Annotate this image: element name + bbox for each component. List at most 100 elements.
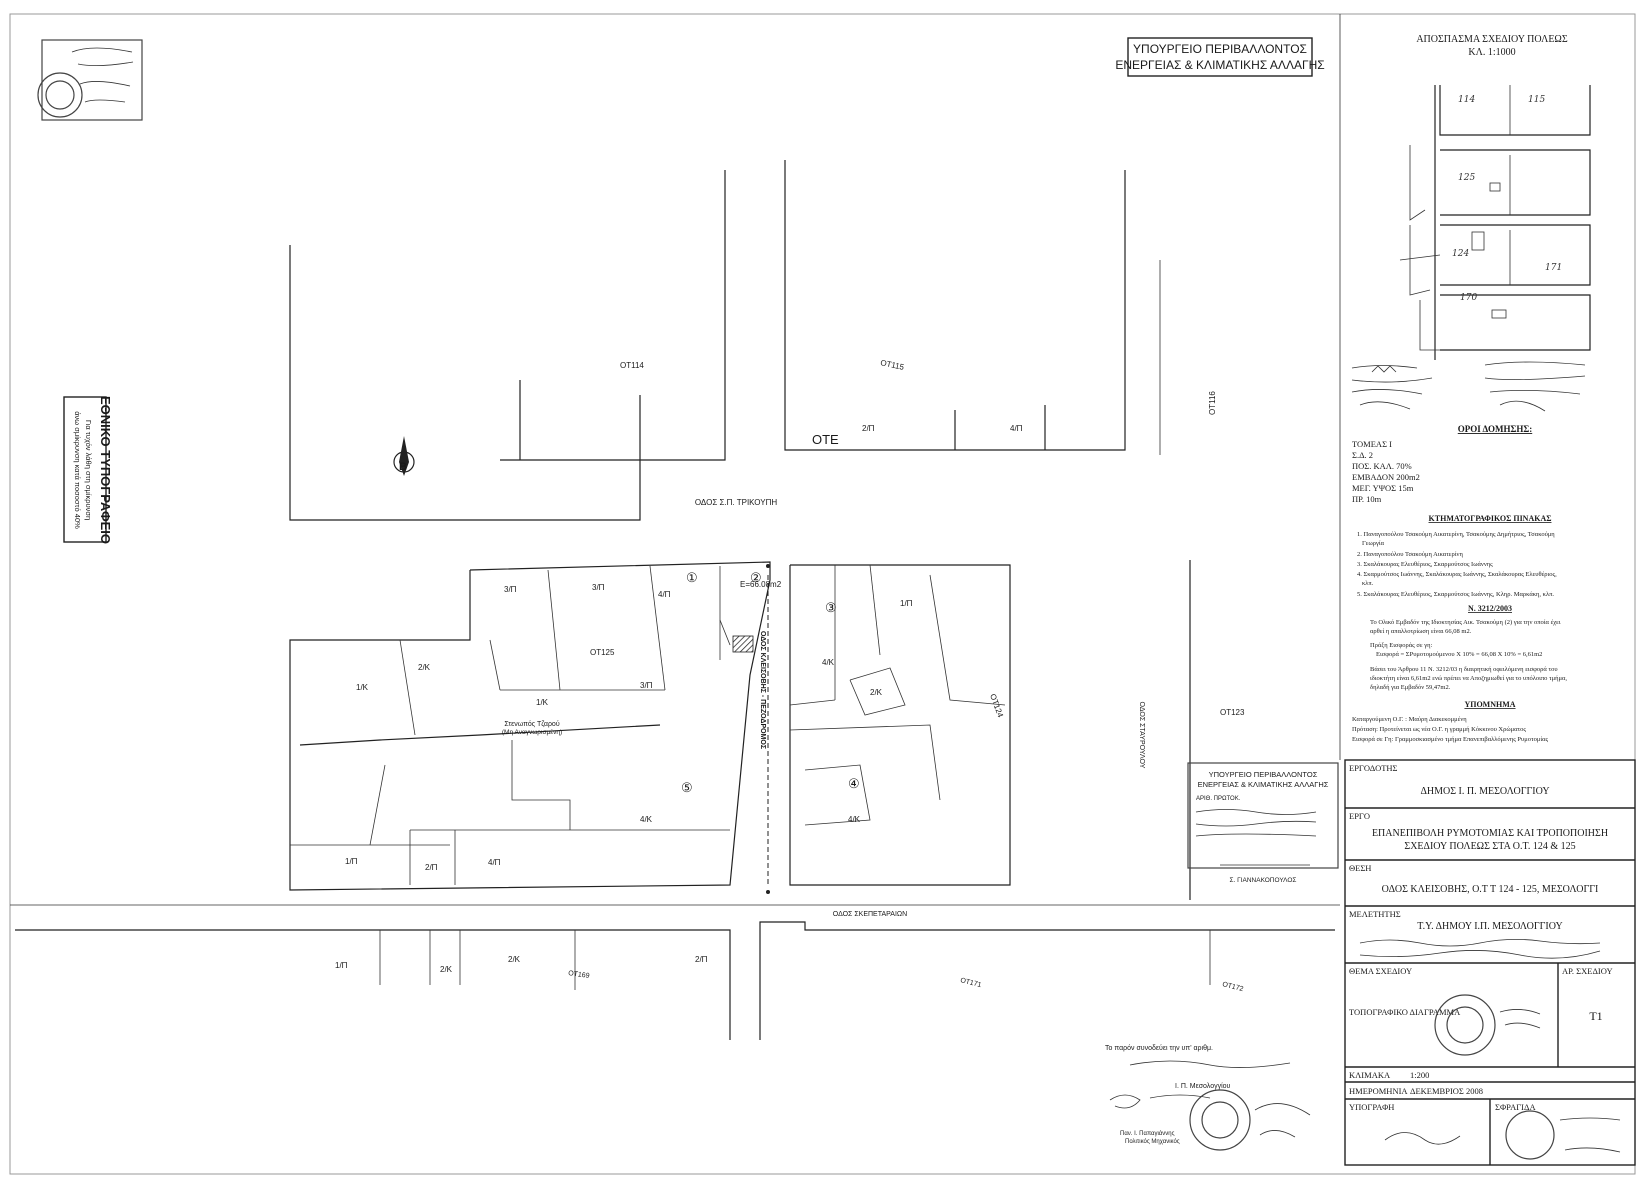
south-blocks — [15, 921, 1335, 1040]
block-125 — [289, 561, 771, 891]
municipal-seal-icon — [1189, 1089, 1251, 1151]
law-line: Το Ολικό Εμβαδόν της Ιδιοκτησίας Αικ. Τσ… — [1370, 619, 1561, 626]
parcel-label: 4/Π — [1010, 424, 1023, 433]
print-shop-line1: ΕΘΝΙΚΟ ΤΥΠΟΓΡΑΦΕΙΟ — [98, 396, 113, 544]
block-124 — [789, 564, 1011, 886]
legend-list: Καταργούμενη Ο.Γ. : Μαύρη Διακεκομμένη Π… — [1352, 716, 1548, 743]
parcel-label: 1/Π — [335, 961, 348, 970]
parcel-label: 2/Κ — [418, 663, 431, 672]
legend-line: Καταργούμενη Ο.Γ. : Μαύρη Διακεκομμένη — [1352, 716, 1467, 723]
building-term: Σ.Δ. 2 — [1352, 450, 1373, 460]
cadastral-line: κλπ. — [1362, 580, 1374, 587]
cadastral-title: ΚΤΗΜΑΤΟΓΡΑΦΙΚΟΣ ΠΙΝΑΚΑΣ — [1429, 514, 1552, 523]
legend-title: ΥΠΟΜΝΗΜΑ — [1464, 700, 1515, 709]
extract-scale: ΚΛ. 1:1000 — [1468, 47, 1515, 58]
subject-value: ΤΟΠΟΓΡΑΦΙΚΟ ΔΙΑΓΡΑΜΜΑ — [1349, 1007, 1461, 1017]
project-label: ΕΡΓΟ — [1349, 811, 1370, 821]
law-line: ιδιοκτήτη είναι 6,61m2 ενώ πρέπει να Απο… — [1370, 675, 1567, 682]
law-line: δηλαδή για Εμβαδόν 59,47m2. — [1370, 684, 1451, 691]
alley-note: (Μη Αναγνωρισμένη) — [502, 728, 562, 736]
location-label: ΘΕΣΗ — [1349, 863, 1371, 873]
legend-line: Πρόταση: Προτείνεται ως νέα Ο.Γ. η γραμμ… — [1352, 726, 1526, 733]
block-label-123: ΟΤ123 — [1220, 708, 1245, 717]
building-terms-title: ΟΡΟΙ ΔΟΜΗΣΗΣ: — [1458, 424, 1532, 434]
top-left-stamp — [37, 39, 143, 121]
circled-number: ③ — [825, 600, 837, 615]
north-blocks — [289, 160, 1161, 521]
ministry-stamp-signer: Σ. ΓΙΑΝΝΑΚΟΠΟΥΛΟΣ — [1230, 877, 1297, 884]
parcel-label: 1/Π — [345, 857, 358, 866]
parcel-label: 4/Π — [658, 590, 671, 599]
alley-label: Στενωπός Τζαρού — [504, 720, 559, 728]
parcel-label: 1/Π — [900, 599, 913, 608]
parcel-label: 3/Π — [592, 583, 605, 592]
location-value: ΟΔΟΣ ΚΛΕΙΣΟΒΗΣ, Ο.Τ Τ 124 - 125, ΜΕΣΟΛΟΓ… — [1382, 884, 1599, 895]
building-term: ΜΕΓ. ΥΨΟΣ 15m — [1352, 483, 1414, 493]
bottom-center-notes: Το παρόν συνοδεύει την υπ' αριθμ. Ι. Π. … — [1105, 1044, 1311, 1151]
ministry-header: ΥΠΟΥΡΓΕΙΟ ΠΕΡΙΒΑΛΛΟΝΤΟΣ ΕΝΕΡΓΕΙΑΣ & ΚΛΙΜ… — [1115, 37, 1325, 77]
extract-number: 115 — [1528, 95, 1545, 105]
print-shop-stamp: ΕΘΝΙΚΟ ΤΥΠΟΓΡΑΦΕΙΟ Για τυχόν λάθη στη σμ… — [63, 396, 113, 544]
parcel-label: 2/Κ — [440, 965, 453, 974]
law-line: Εισφορά = ΣΡυμοτομούμενου Χ 10% = 66,08 … — [1376, 651, 1542, 658]
street-kleisovis-label: ΟΔΟΣ ΚΛΕΙΣΟΒΗΣ - ΠΕΖΟΔΡΟΜΟΣ — [759, 631, 766, 749]
block-label-114: ΟΤ114 — [620, 361, 644, 370]
bottom-signer-role: Πολιτικός Μηχανικός — [1125, 1138, 1180, 1145]
designer-seal-icon — [1434, 994, 1496, 1056]
designer-label: ΜΕΛΕΤΗΤΗΣ — [1349, 909, 1401, 919]
north-arrow-icon: B — [393, 436, 415, 476]
area-label: Ε=66.08m2 — [740, 580, 782, 589]
contribution-hatch — [732, 635, 754, 653]
building-term: ΤΟΜΕΑΣ Ι — [1352, 439, 1392, 449]
block-label-171: ΟΤ171 — [960, 977, 983, 989]
street-trikoupi-label: ΟΔΟΣ Σ.Π. ΤΡΙΚΟΥΠΗ — [695, 498, 777, 507]
signature-label: ΥΠΟΓΡΑΦΗ — [1349, 1102, 1394, 1112]
cadastral-list: 1. Παναγοπούλου Τσακούμη Αικατερίνη, Τσα… — [1357, 531, 1557, 598]
bottom-note-line2: Ι. Π. Μεσολογγίου — [1175, 1082, 1231, 1090]
building-term: ΠΡ. 10m — [1352, 494, 1382, 504]
number-value: Τ1 — [1589, 1009, 1602, 1023]
scale-value: 1:200 — [1410, 1070, 1429, 1080]
designer-handwritten-note — [1359, 939, 1601, 959]
block-label-169: ΟΤ169 — [568, 970, 590, 980]
client-value: ΔΗΜΟΣ Ι. Π. ΜΕΣΟΛΟΓΓΙΟΥ — [1420, 786, 1549, 797]
date-value: ΔΕΚΕΜΒΡΙΟΣ 2008 — [1410, 1086, 1483, 1096]
plan-extract — [1399, 85, 1591, 360]
seal-label: ΣΦΡΑΓΙΔΑ — [1495, 1102, 1536, 1112]
cadastral-line: 2. Παναγοπούλου Τσακούμη Αικατερίνη — [1357, 551, 1463, 558]
extract-approval-stamps — [1351, 361, 1586, 412]
parcel-label: 4/Κ — [848, 815, 861, 824]
parcel-label: 4/Κ — [822, 658, 835, 667]
parcel-label: 2/Π — [862, 424, 875, 433]
circled-number: ⑤ — [681, 780, 693, 795]
number-label: ΑΡ. ΣΧΕΔΙΟΥ — [1562, 966, 1613, 976]
cadastral-line: 3. Σκαλάκουρας Ελευθέριος, Σκαρμούτσος Ι… — [1357, 561, 1493, 568]
extract-number: 124 — [1452, 249, 1469, 259]
client-label: ΕΡΓΟΔΟΤΗΣ — [1349, 763, 1398, 773]
subject-label: ΘΕΜΑ ΣΧΕΔΙΟΥ — [1349, 966, 1412, 976]
official-seal-icon — [1505, 1110, 1555, 1160]
law-line: Βάσει του Άρθρου 11 Ν. 3212/03 η διαιρητ… — [1370, 666, 1558, 673]
designer-value: Τ.Υ. ΔΗΜΟΥ Ι.Π. ΜΕΣΟΛΟΓΓΙΟΥ — [1417, 921, 1562, 932]
ministry-header-line1: ΥΠΟΥΡΓΕΙΟ ΠΕΡΙΒΑΛΛΟΝΤΟΣ — [1133, 42, 1307, 56]
extract-number: 170 — [1460, 293, 1477, 303]
bottom-note-line1: Το παρόν συνοδεύει την υπ' αριθμ. — [1105, 1044, 1213, 1052]
cadastral-line: Γεωργία — [1362, 540, 1385, 547]
parcel-label: 4/Κ — [640, 815, 653, 824]
building-terms-list: ΤΟΜΕΑΣ Ι Σ.Δ. 2 ΠΟΣ. ΚΑΛ. 70% ΕΜΒΑΔΟΝ 20… — [1352, 439, 1420, 504]
parcel-label: 3/Π — [504, 585, 517, 594]
project-line1: ΕΠΑΝΕΠΙΒΟΛΗ ΡΥΜΟΤΟΜΙΑΣ ΚΑΙ ΤΡΟΠΟΠΟΙΗΣΗ — [1372, 828, 1608, 839]
building-term: ΠΟΣ. ΚΑΛ. 70% — [1352, 461, 1412, 471]
parcel-label: 2/Κ — [870, 688, 883, 697]
cadastral-line: 4. Σκαρμούτσος Ιωάννης, Σκαλάκουρας Ιωάν… — [1357, 571, 1557, 578]
block-label-124: ΟΤ124 — [988, 693, 1005, 720]
extract-number: 125 — [1458, 173, 1475, 183]
extract-number: 171 — [1545, 263, 1562, 273]
block-label-125: ΟΤ125 — [590, 648, 615, 657]
street-skepetaraion-label: ΟΔΟΣ ΣΚΕΠΕΤΑΡΑΙΩΝ — [833, 911, 907, 918]
circled-number: ② — [750, 570, 762, 585]
signature-mark — [1384, 1132, 1461, 1145]
north-arrow-label: B — [399, 461, 407, 473]
circled-number: ① — [686, 570, 698, 585]
law-line: Πράξη Εισφοράς σε γη: — [1370, 642, 1432, 649]
